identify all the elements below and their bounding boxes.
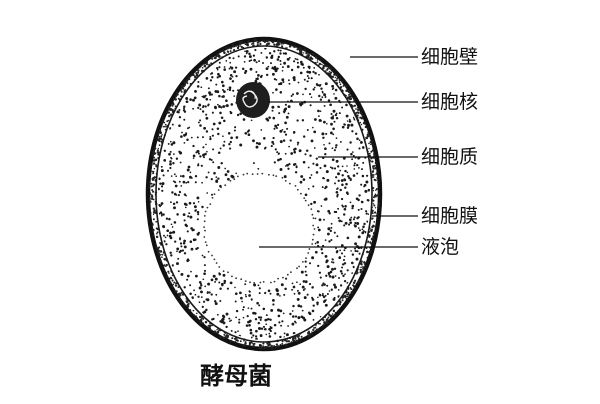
cytoplasm-stipple <box>158 48 370 340</box>
diagram-caption: 酵母菌 <box>200 362 272 390</box>
label-vacuole: 液泡 <box>421 236 460 258</box>
label-nucleus: 细胞核 <box>421 91 479 113</box>
cell-membrane-outline <box>155 45 373 343</box>
label-cell-wall: 细胞壁 <box>421 46 479 68</box>
nucleus <box>236 82 270 118</box>
label-cell-membrane: 细胞膜 <box>421 205 479 227</box>
vacuole <box>203 172 316 284</box>
label-cytoplasm: 细胞质 <box>421 146 479 168</box>
